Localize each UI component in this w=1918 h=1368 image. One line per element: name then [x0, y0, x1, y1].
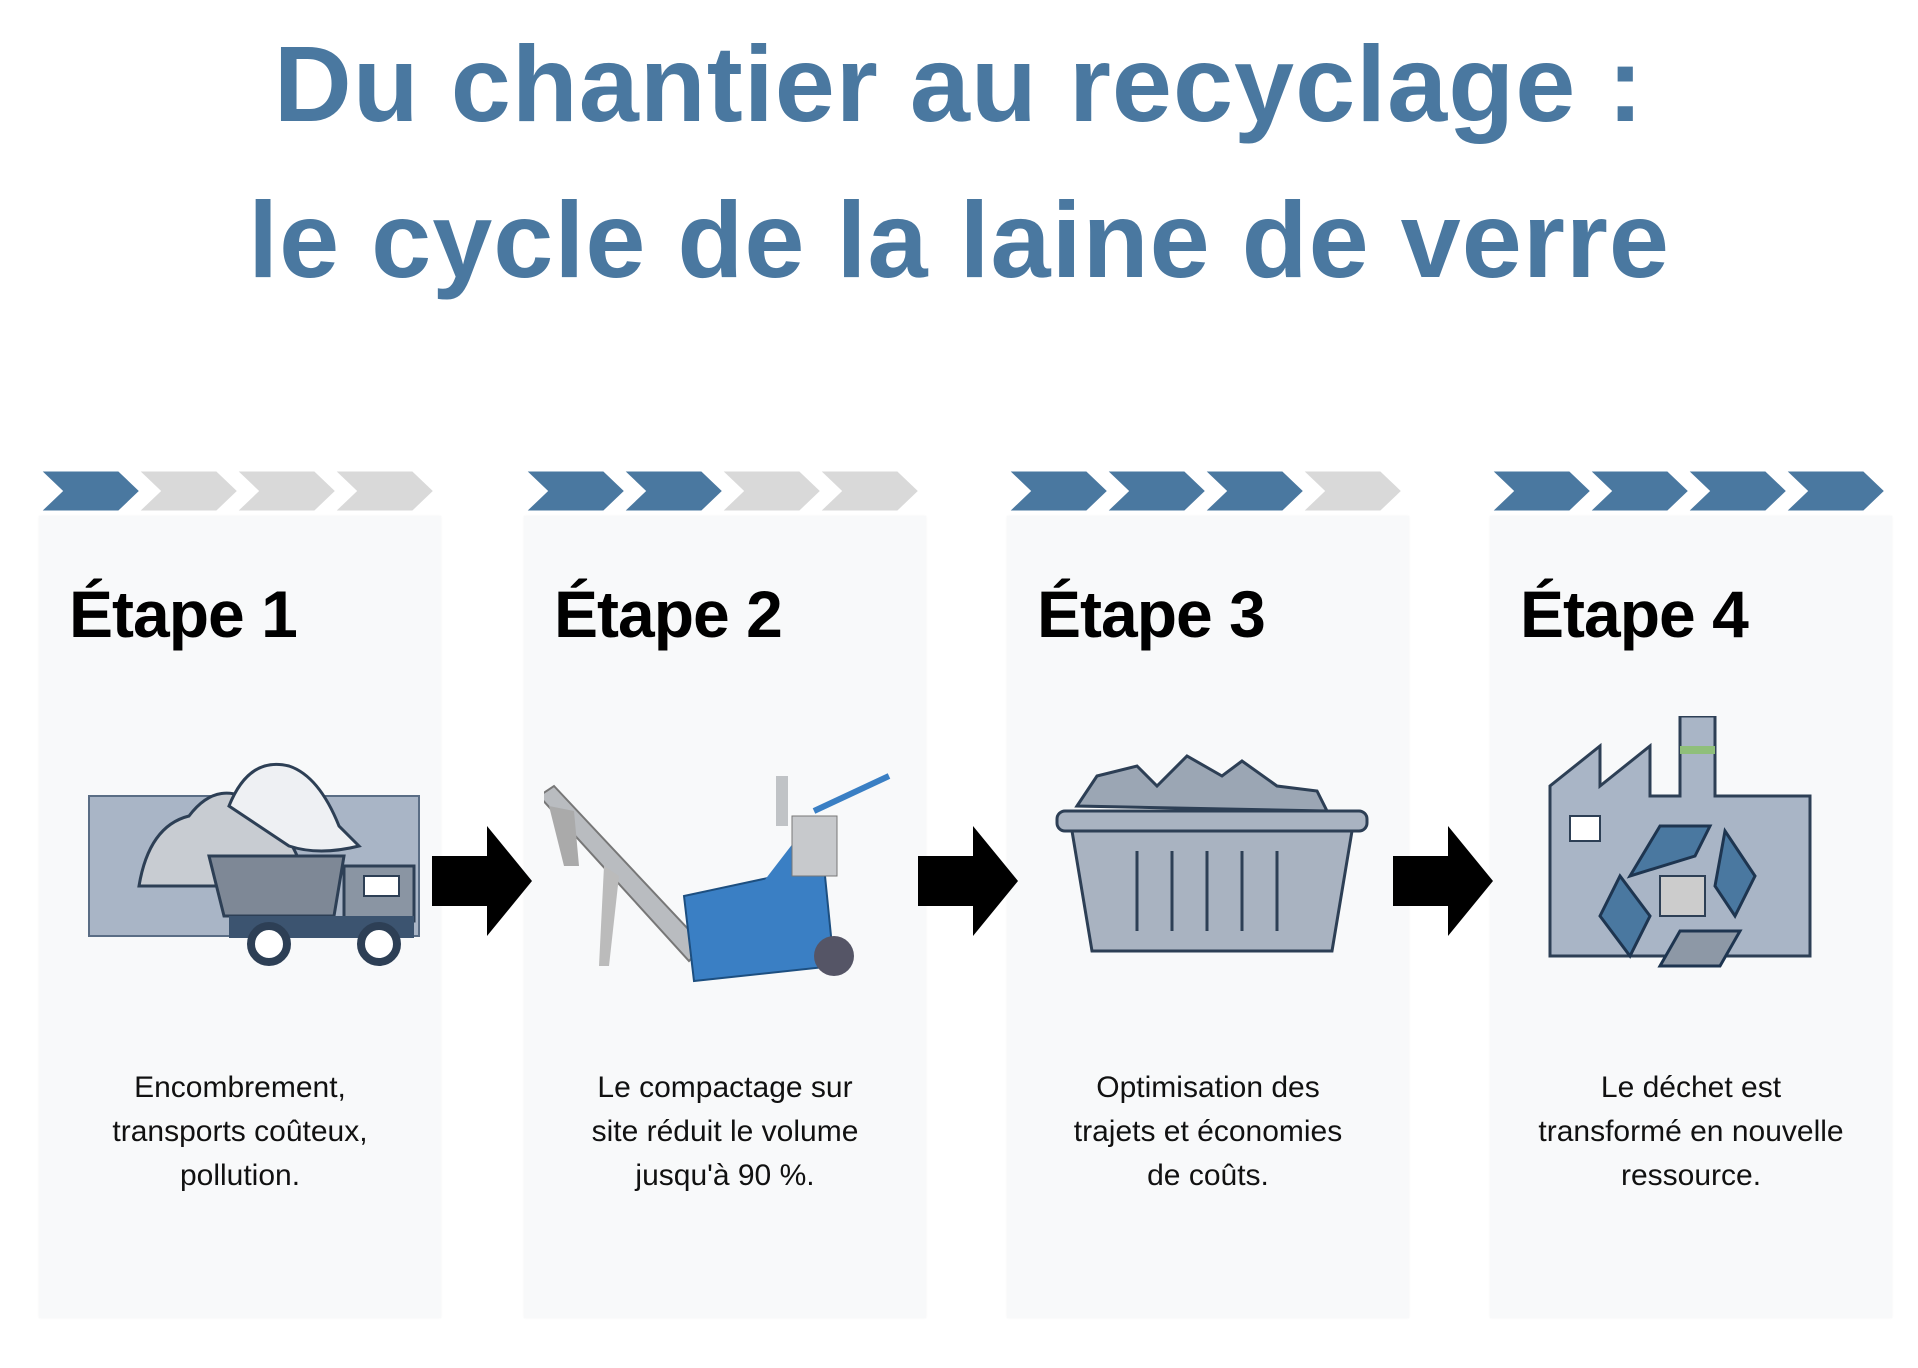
step-card: Étape 1 Encombrement, transports coûteux…	[39, 516, 441, 1318]
arrow-right-icon	[1393, 826, 1493, 936]
progress-chevron	[717, 470, 825, 512]
step-description: Encombrement, transports coûteux, pollut…	[49, 1066, 431, 1198]
step-title: Étape 2	[554, 577, 783, 651]
arrow-right-icon	[918, 826, 1018, 936]
progress-chevron	[619, 470, 727, 512]
progress-chevron	[134, 470, 242, 512]
desc-line: ressource.	[1620, 1159, 1762, 1192]
desc-line: Encombrement,	[134, 1071, 346, 1104]
progress-chevrons	[524, 470, 923, 512]
progress-chevron	[1298, 470, 1406, 512]
step-card: Étape 3 Optimisation des trajets et écon…	[1007, 516, 1409, 1318]
desc-line: transformé en nouvelle	[1538, 1115, 1844, 1148]
step-4-panel: Étape 4 Le déchet est transformé en nouv…	[1490, 470, 1892, 1318]
progress-chevron	[330, 470, 438, 512]
progress-chevron	[1007, 470, 1112, 512]
progress-chevrons	[1007, 470, 1406, 512]
desc-line: de coûts.	[1147, 1159, 1269, 1192]
construction-site-truck-icon	[88, 762, 420, 966]
desc-line: pollution.	[179, 1159, 301, 1192]
recycling-factory-icon	[1548, 716, 1812, 968]
progress-chevrons	[1490, 470, 1889, 512]
desc-line: trajets et économies	[1073, 1115, 1343, 1148]
title-line-1: Du chantier au recyclage :	[273, 23, 1645, 144]
progress-chevron	[1585, 470, 1693, 512]
step-title: Étape 1	[69, 577, 298, 651]
step-title: Étape 4	[1520, 577, 1749, 651]
progress-chevron	[1490, 470, 1595, 512]
step-card: Étape 2 Le compactage sur site réduit le…	[524, 516, 926, 1318]
step-2-panel: Étape 2 Le compactage sur site réduit le…	[524, 470, 926, 1318]
progress-chevron	[39, 470, 144, 512]
compactor-machine-icon	[544, 773, 891, 983]
progress-chevron	[815, 470, 923, 512]
step-3-panel: Étape 3 Optimisation des trajets et écon…	[1007, 470, 1409, 1318]
progress-chevron	[1200, 470, 1308, 512]
desc-line: Le compactage sur	[597, 1071, 853, 1104]
progress-chevron	[524, 470, 629, 512]
progress-chevron	[232, 470, 340, 512]
progress-chevron	[1781, 470, 1889, 512]
container-bin-icon	[1055, 754, 1369, 953]
step-description: Le déchet est transformé en nouvelle res…	[1500, 1066, 1882, 1198]
step-1-panel: Étape 1 Encombrement, transports coûteux…	[39, 470, 441, 1318]
progress-chevron	[1102, 470, 1210, 512]
desc-line: Optimisation des	[1096, 1071, 1320, 1104]
step-description: Optimisation des trajets et économies de…	[1017, 1066, 1399, 1198]
step-title: Étape 3	[1037, 577, 1266, 651]
desc-line: jusqu'à 90 %.	[635, 1159, 815, 1192]
desc-line: site réduit le volume	[591, 1115, 859, 1148]
progress-chevron	[1683, 470, 1791, 512]
title-line-2: le cycle de la laine de verre	[248, 179, 1670, 300]
desc-line: transports coûteux,	[112, 1115, 368, 1148]
progress-chevrons	[39, 470, 438, 512]
step-card: Étape 4 Le déchet est transformé en nouv…	[1490, 516, 1892, 1318]
step-description: Le compactage sur site réduit le volume …	[534, 1066, 916, 1198]
desc-line: Le déchet est	[1600, 1071, 1782, 1104]
arrow-right-icon	[432, 826, 532, 936]
